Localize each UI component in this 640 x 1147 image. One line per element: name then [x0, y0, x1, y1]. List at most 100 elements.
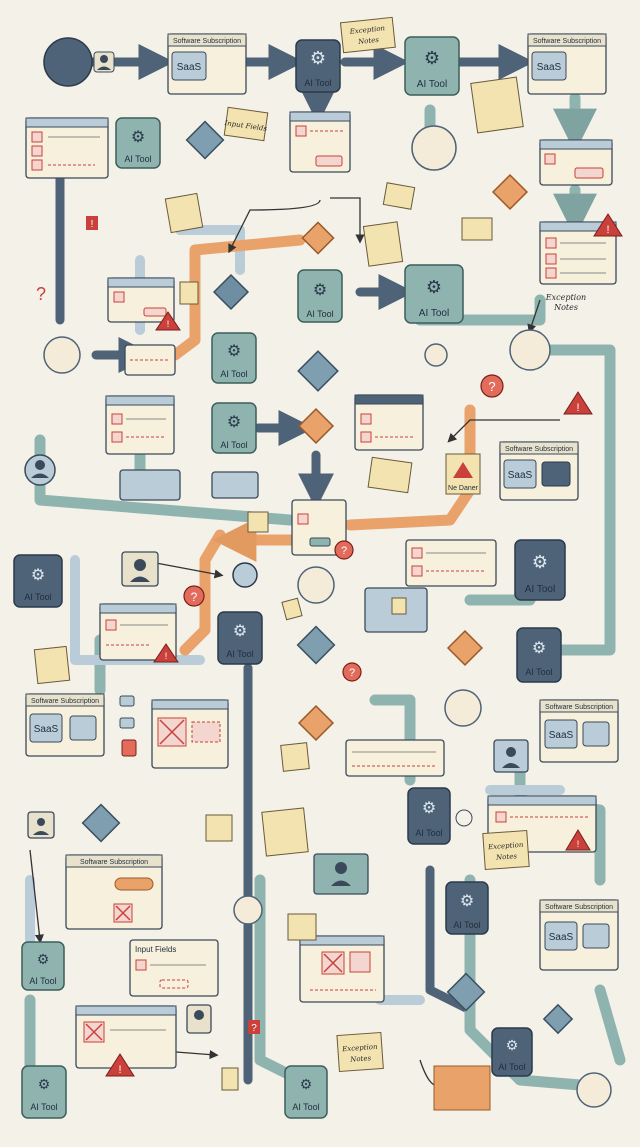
ai-tool-tiles: ⚙ AI Tool ⚙ AI Tool ⚙ AI Tool ⚙ AI Tool … — [13, 36, 566, 1119]
ai-tool-tile: ⚙ AI Tool — [211, 402, 257, 454]
form-window — [75, 1005, 177, 1069]
form-window — [299, 935, 385, 1003]
sticky-note — [367, 456, 413, 494]
ai-tool-tile: ⚙ AI Tool — [445, 881, 489, 935]
ai-tool-tile: ⚙ AI Tool — [284, 1065, 328, 1119]
ai-tool-label: AI Tool — [30, 1102, 57, 1112]
ai-tool-label: AI Tool — [24, 592, 51, 602]
warning-icon: ! — [577, 839, 580, 849]
sticky-notes: Exception Notes Input Fields Ne Daner Ex… — [33, 16, 530, 1111]
sticky-note — [179, 281, 199, 305]
ai-tool-label: AI Tool — [29, 976, 56, 986]
ai-tool-tile: ⚙ AI Tool — [516, 627, 562, 683]
ai-tool-label: AI Tool — [525, 584, 555, 595]
question-icon: ? — [349, 667, 355, 679]
subscription-card: Software Subscription SaaS — [25, 693, 105, 757]
ai-tool-label: AI Tool — [417, 79, 447, 90]
exclaim-icon: ! — [91, 219, 94, 230]
form-window — [291, 499, 347, 556]
question-icon: ? — [251, 1023, 257, 1034]
sticky-note — [470, 76, 524, 134]
end-node — [576, 1072, 612, 1108]
saas-label: SaaS — [537, 62, 562, 73]
note-text-line2: Notes — [495, 852, 518, 862]
warning-icon: ! — [118, 1064, 121, 1076]
ai-tool-tile: ⚙ AI Tool — [13, 554, 63, 608]
sticky-note — [362, 221, 404, 267]
sticky-note — [382, 182, 416, 210]
pipe — [594, 984, 626, 1066]
subscription-card: Software Subscription — [65, 854, 163, 930]
ai-tool-label: AI Tool — [453, 920, 480, 930]
ai-tool-tile: ⚙ AI Tool — [295, 39, 341, 93]
sticky-note — [164, 192, 204, 234]
end-node — [411, 125, 457, 171]
user-icon — [93, 51, 115, 73]
brain-icon: ⚙ — [31, 567, 45, 584]
ai-tool-label: AI Tool — [292, 1102, 319, 1112]
sticky-note — [391, 597, 407, 615]
ai-tool-tile: ⚙ AI Tool — [21, 941, 65, 991]
brain-icon: ⚙ — [532, 552, 548, 572]
brain-icon: ⚙ — [227, 343, 241, 360]
start-node — [43, 37, 93, 87]
question-badges: ? ? ? ? ? ! ? — [36, 216, 504, 1034]
ai-tool-tile: ⚙ AI Tool — [491, 1027, 533, 1077]
end-node — [232, 562, 258, 588]
warning-icon: ! — [167, 319, 170, 329]
circle-nodes — [43, 37, 612, 1108]
question-icon: ? — [488, 379, 495, 394]
ai-tool-label: AI Tool — [306, 309, 333, 319]
ai-tool-label: AI Tool — [498, 1062, 525, 1072]
card-title: Software Subscription — [545, 704, 613, 711]
form-window — [99, 603, 177, 661]
sticky-note: Exception Notes — [339, 16, 396, 54]
sticky-note — [247, 511, 269, 533]
subscription-card: Software Subscription SaaS — [539, 899, 619, 971]
settings-icon — [455, 809, 473, 827]
ai-tool-tile: ⚙ AI Tool — [217, 611, 263, 665]
ai-tool-tile: ⚙ AI Tool — [297, 269, 343, 323]
user-icon — [27, 811, 55, 839]
ai-tool-label: AI Tool — [226, 649, 253, 659]
saas-label: SaaS — [508, 470, 533, 481]
ai-tool-label: AI Tool — [419, 308, 449, 319]
user-icon — [186, 1004, 212, 1034]
sticky-note — [281, 597, 303, 621]
ai-tool-label: AI Tool — [220, 369, 247, 379]
warning-icon: ! — [606, 224, 609, 236]
input-fields-label: Input Fields — [135, 945, 176, 954]
sticky-note — [205, 814, 233, 842]
pipe — [534, 344, 616, 656]
user-icon — [24, 454, 56, 486]
annotation-line1: Exception — [545, 293, 586, 302]
annotation-line2: Notes — [553, 303, 578, 312]
sticky-note: Input Fields — [223, 106, 269, 142]
card-title: Software Subscription — [505, 446, 573, 453]
question-icon: ? — [341, 545, 347, 557]
ai-tool-tile: ⚙ AI Tool — [21, 1065, 67, 1119]
user-icons — [24, 51, 529, 1034]
pipe — [254, 874, 306, 1086]
sticky-note: Exception Notes — [482, 829, 530, 871]
brain-icon: ⚙ — [460, 893, 474, 910]
form-window — [119, 469, 181, 501]
form-window — [405, 539, 497, 587]
misc-icons — [119, 695, 473, 827]
sticky-note — [461, 217, 493, 241]
ai-tool-tile: ⚙ AI Tool — [211, 332, 257, 384]
brain-icon: ⚙ — [131, 129, 145, 146]
subscription-card: Software Subscription SaaS — [499, 441, 579, 501]
ai-tool-label: AI Tool — [525, 667, 552, 677]
brain-icon: ⚙ — [300, 1076, 313, 1092]
sticky-note — [33, 645, 71, 685]
end-node — [424, 343, 448, 367]
sticky-note: Exception Notes — [336, 1031, 384, 1073]
sticky-note — [287, 913, 317, 941]
brain-icon: ⚙ — [233, 623, 247, 640]
form-window — [539, 139, 613, 186]
card-title: Software Subscription — [31, 698, 99, 705]
brain-icon: ⚙ — [38, 1076, 51, 1092]
form-window: Input Fields — [129, 939, 219, 997]
